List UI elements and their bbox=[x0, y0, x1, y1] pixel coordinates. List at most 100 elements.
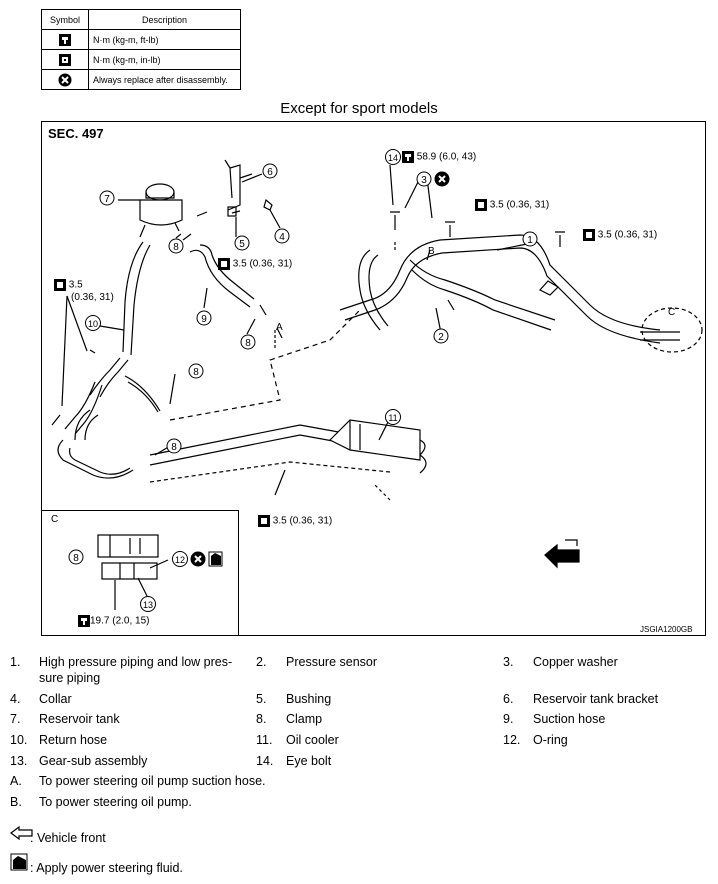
replace-x-icon bbox=[190, 551, 206, 567]
svg-text:3: 3 bbox=[421, 175, 427, 186]
svg-text:10: 10 bbox=[88, 319, 98, 329]
note-text: To power steering oil pump suction hose. bbox=[39, 774, 266, 788]
torque-wrench-small-icon bbox=[258, 515, 270, 527]
svg-text:9: 9 bbox=[201, 314, 207, 325]
legend-num: 10. bbox=[10, 733, 28, 747]
legend-num: 6. bbox=[503, 692, 514, 706]
legend-text: Bushing bbox=[286, 692, 332, 706]
torque-wrench-small-icon bbox=[54, 279, 66, 291]
torque-wrench-small-icon bbox=[218, 258, 230, 270]
legend-num: 12. bbox=[503, 733, 521, 747]
callout-7-text: 7 bbox=[104, 194, 110, 205]
legend-text: Clamp bbox=[286, 712, 323, 726]
svg-text:4: 4 bbox=[279, 232, 285, 243]
legend-text: Collar bbox=[39, 692, 72, 706]
torque-label-10-cont: (0.36, 31) bbox=[71, 292, 114, 303]
svg-text:5: 5 bbox=[239, 239, 245, 250]
legend-num: 5. bbox=[256, 692, 267, 706]
callout-8b: 8 bbox=[240, 334, 256, 355]
svg-text:11: 11 bbox=[388, 413, 397, 423]
torque-label-14: 58.9 (6.0, 43) bbox=[402, 151, 476, 163]
vehicle-front-note: : Vehicle front bbox=[30, 831, 106, 845]
svg-text:8: 8 bbox=[171, 442, 177, 453]
callout-1: 1 bbox=[522, 231, 538, 252]
fluid-can-icon bbox=[10, 853, 28, 871]
detail-inset-label: C bbox=[51, 514, 59, 525]
svg-text:8: 8 bbox=[173, 242, 179, 253]
piping-diagram bbox=[51, 159, 703, 610]
callout-11: 11 bbox=[384, 409, 402, 430]
vehicle-front-arrow-icon bbox=[10, 826, 33, 840]
letter-b: B bbox=[428, 246, 435, 257]
callout-6: 6 bbox=[262, 163, 278, 184]
callout-8a: 8 bbox=[168, 238, 184, 259]
svg-text:2: 2 bbox=[438, 332, 444, 343]
svg-text:8: 8 bbox=[245, 338, 251, 349]
svg-text:12: 12 bbox=[175, 555, 185, 565]
torque-wrench-small-icon bbox=[59, 53, 71, 66]
legend-text: Reservoir tank bbox=[39, 712, 120, 726]
svg-text:6: 6 bbox=[267, 167, 273, 178]
legend-text: Pressure sensor bbox=[286, 655, 378, 669]
legend-text: Copper washer bbox=[533, 655, 618, 669]
legend-text: Eye bolt bbox=[286, 754, 332, 768]
callout-9: 9 bbox=[196, 310, 212, 331]
torque-wrench-small-icon bbox=[475, 199, 487, 211]
detail-inset-frame bbox=[41, 510, 239, 636]
page-title: Except for sport models bbox=[280, 100, 438, 117]
callout-5: 5 bbox=[234, 235, 250, 256]
note-text: To power steering oil pump. bbox=[39, 795, 192, 809]
legend-text: Return hose bbox=[39, 733, 108, 747]
svg-text:1: 1 bbox=[527, 235, 533, 246]
callout-8e: 8 bbox=[68, 549, 84, 570]
legend-num: 7. bbox=[10, 712, 21, 726]
callout-8c: 8 bbox=[188, 363, 204, 384]
legend-num: 2. bbox=[256, 655, 267, 669]
legend-text: Suction hose bbox=[533, 712, 606, 726]
torque-label-3: 3.5 (0.36, 31) bbox=[475, 199, 549, 211]
replace-x-icon bbox=[434, 171, 450, 187]
torque-wrench-icon bbox=[402, 151, 414, 163]
legend-text: sure piping bbox=[39, 671, 101, 685]
callout-7: 7 bbox=[99, 190, 115, 211]
callout-14: 14 bbox=[384, 149, 402, 170]
reservoir-tank-drawing bbox=[139, 183, 183, 238]
legend-text: Reservoir tank bracket bbox=[533, 692, 659, 706]
legend-num: 4. bbox=[10, 692, 21, 706]
svg-text:14: 14 bbox=[388, 153, 398, 163]
torque-label-1: 3.5 (0.36, 31) bbox=[583, 229, 657, 241]
symbol-desc-3: Always replace after disassembly. bbox=[88, 69, 241, 90]
note-letter: B. bbox=[10, 795, 22, 809]
torque-wrench-icon bbox=[59, 33, 71, 46]
torque-wrench-icon bbox=[78, 615, 90, 627]
callout-13: 13 bbox=[139, 596, 157, 617]
figure-code: JSGIA1200GB bbox=[640, 625, 693, 634]
callout-4: 4 bbox=[274, 228, 290, 249]
detail-c-label: C bbox=[668, 307, 676, 318]
section-label: SEC. 497 bbox=[48, 126, 104, 141]
callout-8d: 8 bbox=[166, 438, 182, 459]
legend-num: 9. bbox=[503, 712, 514, 726]
legend-num: 3. bbox=[503, 655, 514, 669]
legend-num: 8. bbox=[256, 712, 267, 726]
legend-text: High pressure piping and low pres- bbox=[39, 655, 233, 669]
apply-fluid-note: : Apply power steering fluid. bbox=[30, 861, 183, 875]
legend-num: 11. bbox=[256, 733, 273, 747]
torque-label-13: 19.7 (2.0, 15) bbox=[78, 615, 149, 627]
callout-10: 10 bbox=[84, 315, 102, 336]
svg-text:13: 13 bbox=[143, 600, 153, 610]
torque-label-11: 3.5 (0.36, 31) bbox=[258, 515, 332, 527]
legend-text: O-ring bbox=[533, 733, 568, 747]
callout-3: 3 bbox=[416, 171, 432, 192]
legend-num: 14. bbox=[256, 754, 274, 768]
callout-2: 2 bbox=[433, 328, 449, 349]
legend-text: Gear-sub assembly bbox=[39, 754, 148, 768]
torque-label-10: 3.5 bbox=[54, 279, 83, 291]
diagram-frame bbox=[41, 121, 706, 636]
legend-num: 13. bbox=[10, 754, 28, 768]
callout-12: 12 bbox=[171, 551, 189, 572]
torque-label-9: 3.5 (0.36, 31) bbox=[218, 258, 292, 270]
svg-text:8: 8 bbox=[193, 367, 199, 378]
fluid-can-icon bbox=[208, 551, 223, 567]
replace-x-icon bbox=[58, 73, 72, 86]
